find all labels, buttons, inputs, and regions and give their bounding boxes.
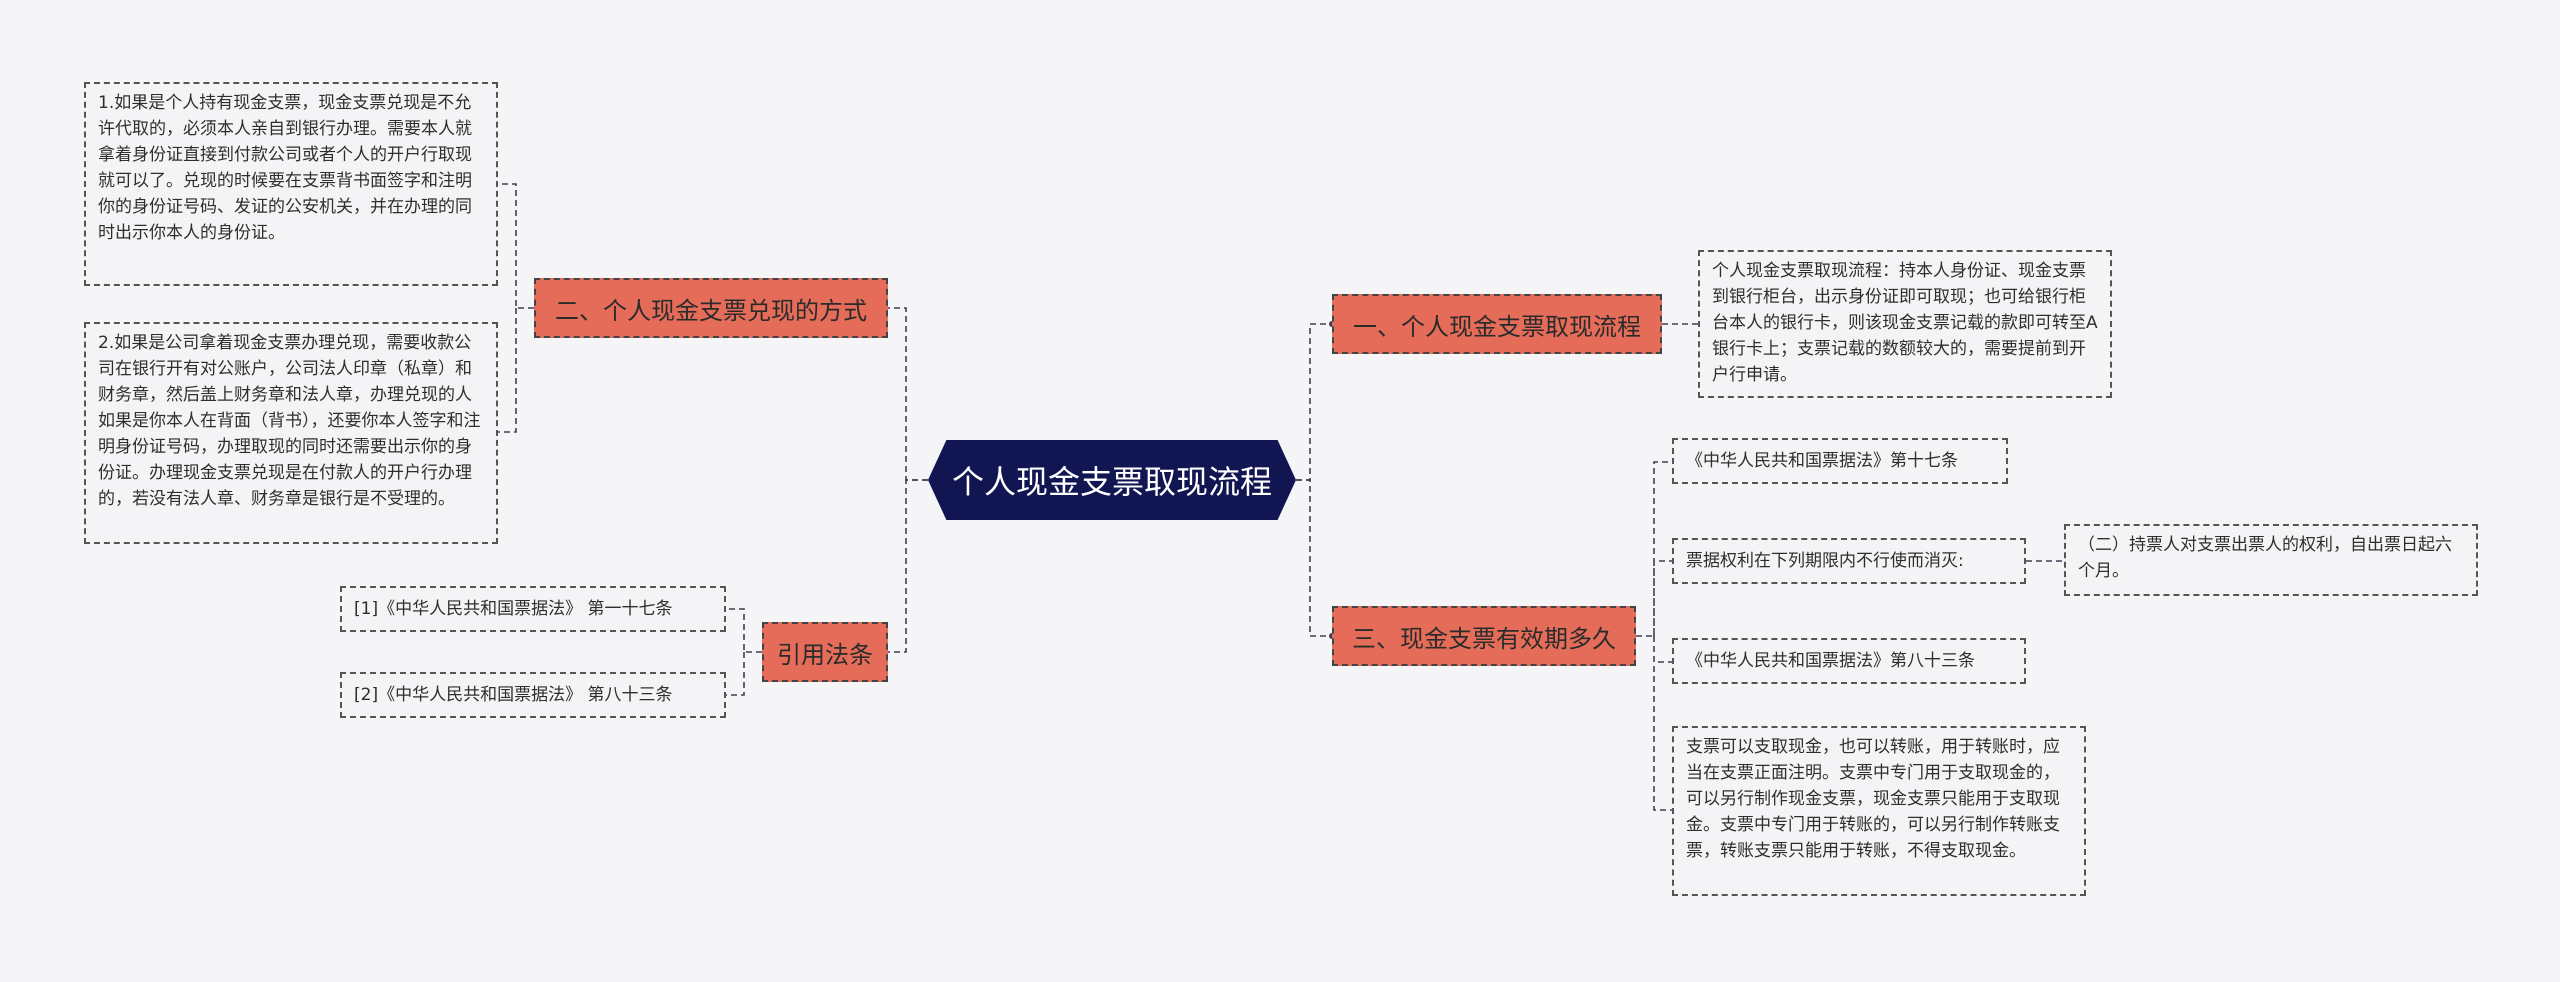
link-root-b3 <box>1296 479 1332 637</box>
root-node[interactable]: 个人现金支票取现流程 <box>928 440 1296 520</box>
leaf-text: 个人现金支票取现流程：持本人身份证、现金支票到银行柜台，出示身份证即可取现；也可… <box>1712 261 2098 385</box>
branch-cashing-methods[interactable]: 二、个人现金支票兑现的方式 <box>534 278 888 338</box>
link-root-b1 <box>1296 323 1332 481</box>
leaf-text: 2.如果是公司拿着现金支票办理兑现，需要收款公司在银行开有对公账户，公司法人印章… <box>98 333 481 509</box>
branch-label: 一、个人现金支票取现流程 <box>1353 312 1641 341</box>
link-b2-leaves <box>498 183 534 433</box>
link-root-b2 <box>888 307 928 481</box>
branch-withdrawal-process[interactable]: 一、个人现金支票取现流程 <box>1332 294 1662 354</box>
leaf-citation-2[interactable]: [2]《中华人民共和国票据法》 第八十三条 <box>340 672 726 718</box>
leaf-text: [2]《中华人民共和国票据法》 第八十三条 <box>354 685 673 705</box>
leaf-text: [1]《中华人民共和国票据法》 第一十七条 <box>354 599 673 619</box>
branch-validity-period[interactable]: 三、现金支票有效期多久 <box>1332 606 1636 666</box>
leaf-law-article-17[interactable]: 《中华人民共和国票据法》第十七条 <box>1672 438 2008 484</box>
branch-cited-law[interactable]: 引用法条 <box>762 622 888 682</box>
branch-label: 三、现金支票有效期多久 <box>1352 624 1616 653</box>
leaf-text: 票据权利在下列期限内不行使而消灭: <box>1686 551 1964 571</box>
leaf-text: 1.如果是个人持有现金支票，现金支票兑现是不允许代取的，必须本人亲自到银行办理。… <box>98 93 472 243</box>
branch-label: 二、个人现金支票兑现的方式 <box>555 296 867 325</box>
leaf-text: （二）持票人对支票出票人的权利，自出票日起六个月。 <box>2078 535 2452 581</box>
link-root-b4 <box>888 479 928 653</box>
leaf-text: 《中华人民共和国票据法》第八十三条 <box>1686 651 1975 671</box>
branch-label: 引用法条 <box>777 640 873 669</box>
leaf-rights-expiry[interactable]: 票据权利在下列期限内不行使而消灭: <box>1672 538 2026 584</box>
link-b3-leaves <box>1636 461 1672 811</box>
leaf-withdrawal-process-detail[interactable]: 个人现金支票取现流程：持本人身份证、现金支票到银行柜台，出示身份证即可取现；也可… <box>1698 250 2112 398</box>
leaf-company-cashing[interactable]: 2.如果是公司拿着现金支票办理兑现，需要收款公司在银行开有对公账户，公司法人印章… <box>84 322 498 544</box>
link-b4-leaves <box>726 608 762 696</box>
leaf-citation-1[interactable]: [1]《中华人民共和国票据法》 第一十七条 <box>340 586 726 632</box>
root-label: 个人现金支票取现流程 <box>951 463 1272 501</box>
leaf-rights-expiry-six-months[interactable]: （二）持票人对支票出票人的权利，自出票日起六个月。 <box>2064 524 2478 596</box>
leaf-text: 支票可以支取现金，也可以转账，用于转账时，应当在支票正面注明。支票中专门用于支取… <box>1686 737 2060 861</box>
leaf-text: 《中华人民共和国票据法》第十七条 <box>1686 451 1958 471</box>
leaf-personal-cashing[interactable]: 1.如果是个人持有现金支票，现金支票兑现是不允许代取的，必须本人亲自到银行办理。… <box>84 82 498 286</box>
leaf-law-article-83[interactable]: 《中华人民共和国票据法》第八十三条 <box>1672 638 2026 684</box>
leaf-cheque-usage[interactable]: 支票可以支取现金，也可以转账，用于转账时，应当在支票正面注明。支票中专门用于支取… <box>1672 726 2086 896</box>
